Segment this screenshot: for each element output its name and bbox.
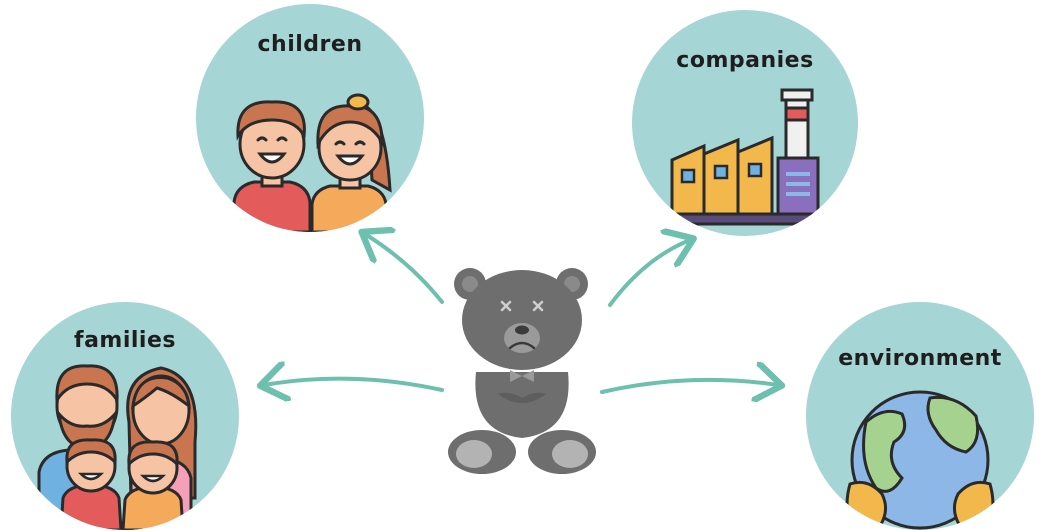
node-companies: companies <box>632 10 858 236</box>
arrow-to-environment <box>600 380 778 392</box>
node-label-environment: environment <box>838 346 1002 371</box>
node-label-families: families <box>74 328 176 353</box>
arrow-to-families <box>264 379 444 390</box>
node-label-companies: companies <box>676 48 814 73</box>
node-environment: environment <box>806 302 1034 530</box>
factory-icon <box>660 88 834 226</box>
node-label-children: children <box>257 32 363 57</box>
children-icon <box>232 93 392 232</box>
earth-in-hands-icon <box>845 390 995 530</box>
node-children: children <box>196 4 424 232</box>
arrow-to-children <box>365 234 444 304</box>
sad-teddy-bear-icon <box>448 268 596 474</box>
family-icon <box>37 364 198 530</box>
node-families: families <box>11 302 239 530</box>
arrow-to-companies <box>608 240 690 307</box>
